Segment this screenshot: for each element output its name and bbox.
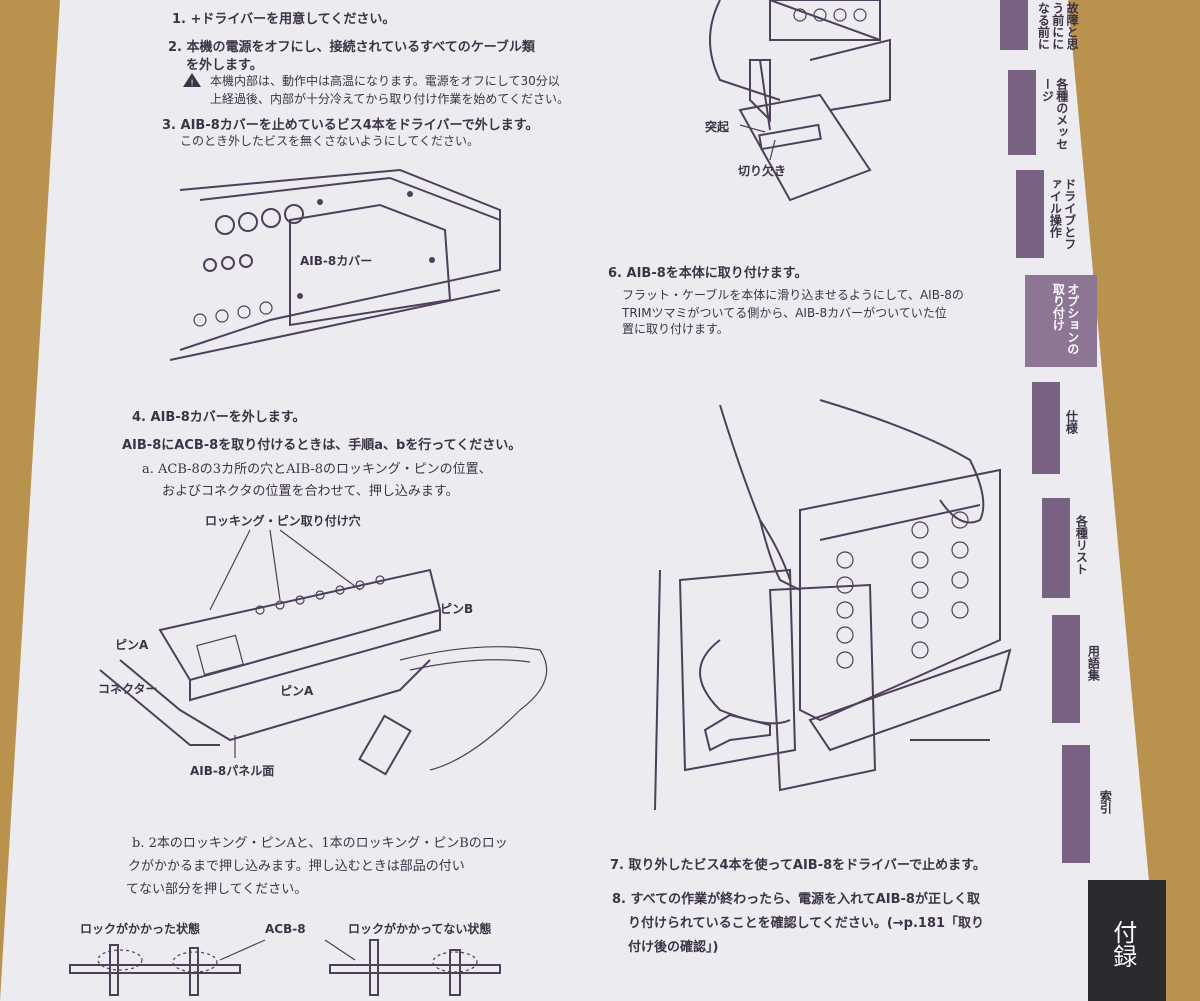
tab-lists[interactable]: 各種リスト [1074, 515, 1089, 575]
tab-drive-file[interactable]: ドライブとファイル操作 [1048, 178, 1077, 250]
pin-b-label: ピンB [440, 602, 474, 616]
unlocked-label: ロックがかかってない状態 [348, 922, 492, 936]
tab-index-bar [1062, 745, 1090, 863]
step-a-line1: a. ACB-8の3カ所の穴とAIB-8のロッキング・ピンの位置、 [142, 462, 492, 477]
step-8-line3: 付け後の確認」) [628, 940, 719, 955]
step-7: 7. 取り外したビス4本を使ってAIB-8をドライバーで止めます。 [610, 858, 986, 873]
acb8-label: ACB-8 [265, 922, 306, 936]
tab-troubleshoot-bar [1000, 0, 1028, 50]
pin-hole-label: ロッキング・ピン取り付け穴 [205, 514, 361, 528]
tab-drive-bar [1016, 170, 1044, 258]
step-2-line1: 2. 本機の電源をオフにし、接続されているすべてのケーブル類 [168, 40, 535, 55]
cable-connector-illustration [709, 0, 891, 202]
warning-icon: ! [183, 73, 201, 89]
pin-a-label: ピンA [115, 638, 149, 652]
step-8-line2: り付けられていることを確認してください。(→p.181「取り [628, 916, 985, 931]
tab-messages[interactable]: 各種のメッセージ [1040, 78, 1069, 150]
svg-text:!: ! [190, 79, 194, 89]
tab-lists-bar [1042, 498, 1070, 598]
tab-specs-bar [1032, 382, 1060, 474]
locked-label: ロックがかかった状態 [80, 922, 201, 936]
cover-label: AIB-8カバー [300, 254, 373, 268]
step-6-line2: TRIMツマミがついてる側から、AIB-8カバーがついていた位 [622, 306, 947, 320]
connector-label: コネクター [98, 682, 158, 696]
step-3-line2: このとき外したビスを無くさないようにしてください。 [180, 134, 480, 148]
kirikaki-label: 切り欠き [738, 164, 787, 178]
step-1: 1. +ドライバーを用意してください。 [172, 12, 396, 27]
tab-glossary[interactable]: 用語集 [1086, 645, 1101, 681]
lock-states-illustration [69, 939, 501, 996]
pin-a2-label: ピンA [280, 684, 314, 698]
step-6-line3: 置に取り付けます。 [622, 322, 729, 336]
step-4: 4. AIB-8カバーを外します。 [132, 410, 306, 425]
warning-line1: 本機内部は、動作中は高温になります。電源をオフにして30分以 [210, 74, 560, 88]
tab-glossary-bar [1052, 615, 1080, 723]
panel-label: AIB-8パネル面 [190, 764, 275, 778]
tab-specs[interactable]: 仕様 [1064, 410, 1079, 434]
tokki-label: 突起 [705, 120, 730, 134]
aib8-cover-illustration [169, 168, 501, 361]
step-6: 6. AIB-8を本体に取り付けます。 [608, 266, 808, 281]
acb8-board-illustration [99, 529, 548, 776]
step-b-line1: b. 2本のロッキング・ピンAと、1本のロッキング・ピンBのロッ [132, 836, 508, 851]
warning-line2: 上経過後、内部が十分冷えてから取り付け作業を始めてください。 [210, 92, 570, 106]
step-6-line1: フラット・ケーブルを本体に滑り込ませるようにして、AIB-8の [622, 288, 964, 302]
tab-troubleshoot[interactable]: 故障と思う前にになる前に [1036, 2, 1080, 50]
tab-index[interactable]: 索引 [1098, 790, 1113, 814]
step-b-line2: クがかかるまで押し込みます。押し込むときは部品の付い [128, 859, 465, 874]
step-b-line3: てない部分を押してください。 [126, 882, 308, 897]
tab-options-active[interactable]: オプションの取り付け [1025, 275, 1097, 367]
step-8-line1: 8. すべての作業が終わったら、電源を入れてAIB-8が正しく取 [612, 892, 980, 907]
step-2-line2: を外します。 [186, 58, 263, 73]
step-4-note: AIB-8にACB-8を取り付けるときは、手順a、bを行ってください。 [122, 438, 522, 453]
tab-messages-bar [1008, 70, 1036, 155]
step-a-line2: およびコネクタの位置を合わせて、押し込みます。 [162, 484, 459, 499]
hand-insert-illustration [654, 399, 1012, 811]
tab-appendix[interactable]: 付録 [1088, 880, 1166, 1001]
step-3-line1: 3. AIB-8カバーを止めているビス4本をドライバーで外します。 [162, 118, 539, 133]
